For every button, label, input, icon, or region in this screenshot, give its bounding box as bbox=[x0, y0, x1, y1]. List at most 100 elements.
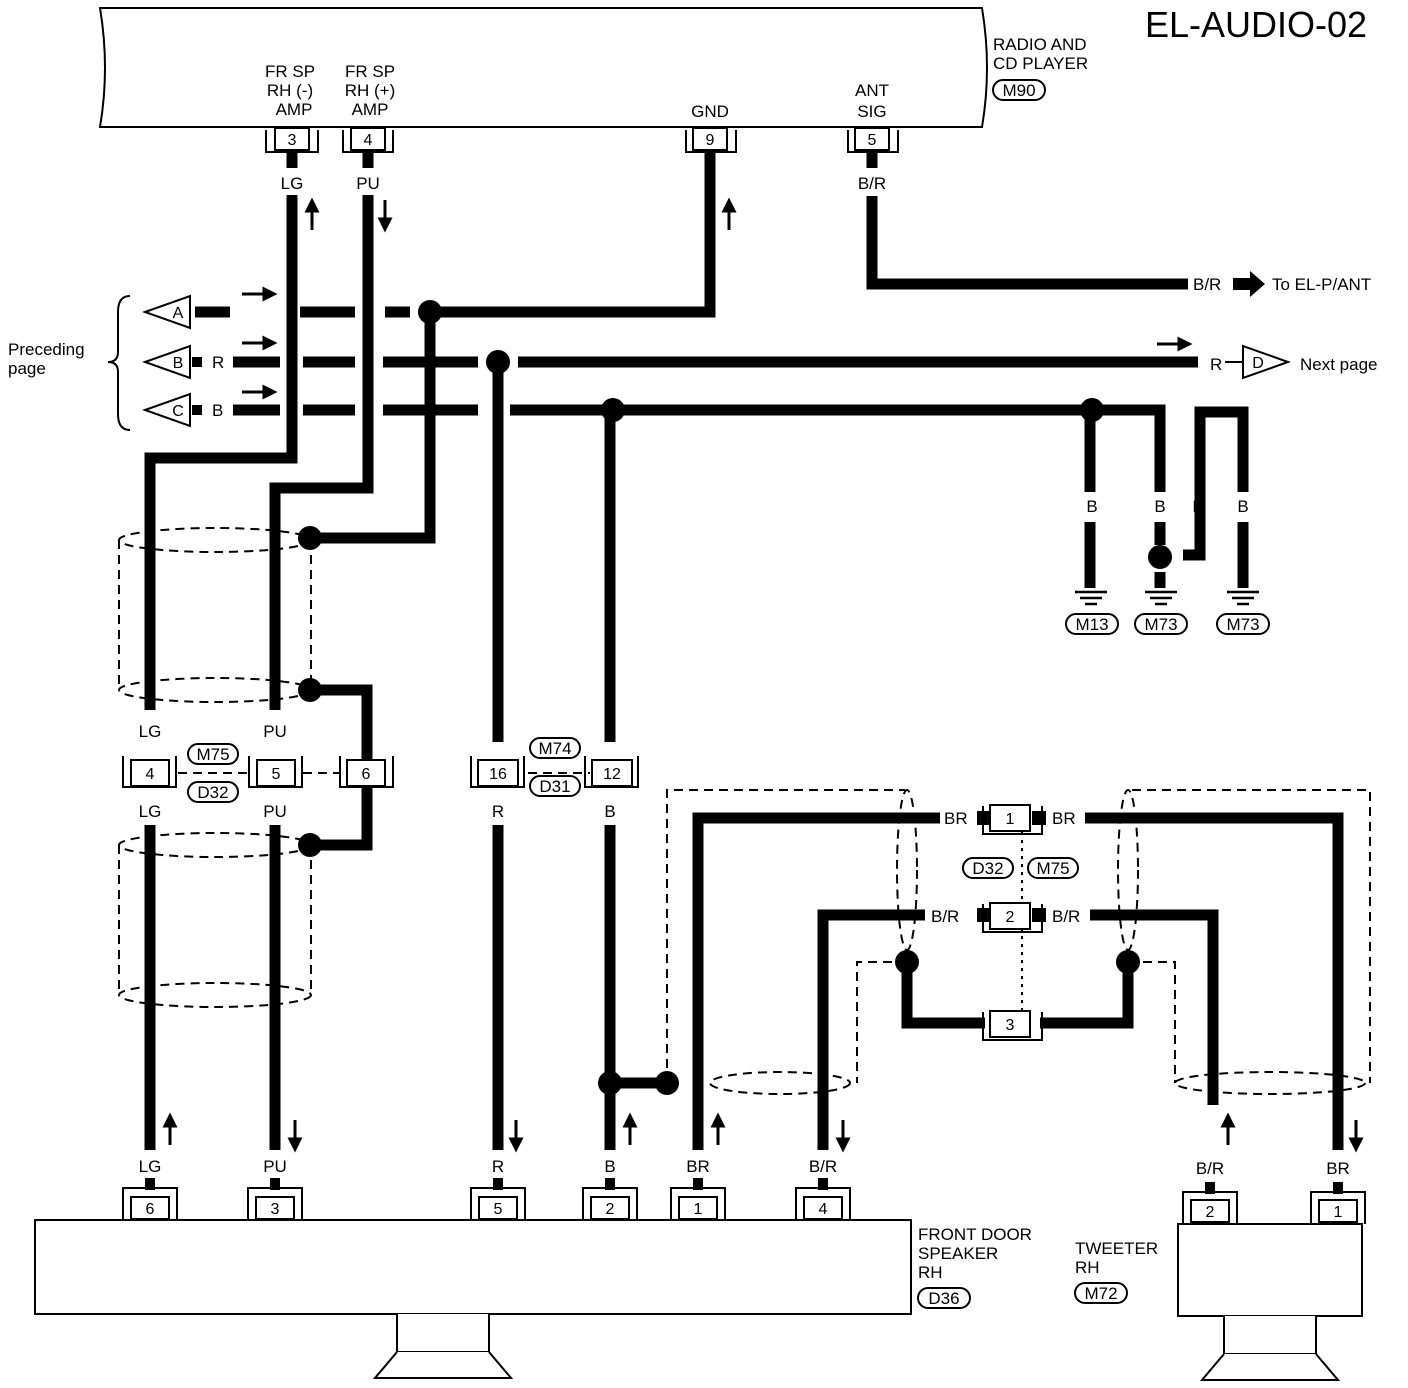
jm-conn-top: M74 bbox=[538, 739, 571, 758]
jm-pin-16: 16 bbox=[489, 766, 507, 783]
ant-ref-text: To EL-P/ANT bbox=[1272, 275, 1371, 294]
splice-m73 bbox=[1148, 545, 1172, 569]
tweeter-connector-label: M72 bbox=[1084, 1284, 1117, 1303]
shields bbox=[118, 527, 1371, 1095]
wire-label-pu-top: PU bbox=[356, 174, 380, 193]
radio-pin-5: 5 bbox=[868, 132, 877, 149]
radio-unit: RADIO AND CD PLAYER M90 FR SP RH (-) AMP… bbox=[98, 7, 1088, 128]
marker-d-icon[interactable] bbox=[1242, 344, 1291, 380]
tweeter-connector-badge bbox=[1074, 1282, 1128, 1304]
ground-branch-3 bbox=[1183, 406, 1249, 561]
pin5-func-line2: SIG bbox=[857, 102, 886, 121]
spk-wire-b: B bbox=[604, 1157, 615, 1176]
wire-bsr-speaker bbox=[817, 909, 925, 1150]
marker-c-icon[interactable] bbox=[142, 392, 191, 428]
marker-b-icon[interactable] bbox=[142, 344, 191, 380]
ground-m73a-label: M73 bbox=[1144, 615, 1177, 634]
splice-c bbox=[601, 398, 625, 422]
marker-c-letter: C bbox=[172, 403, 184, 420]
radio-pin-9-box bbox=[692, 127, 728, 151]
marker-b-wire: R bbox=[212, 353, 224, 372]
ground-drops bbox=[1084, 522, 1249, 588]
jm-wire-r-bottom: R bbox=[492, 802, 504, 821]
radio-name-line1: RADIO AND bbox=[993, 35, 1087, 54]
ground-m73a-badge bbox=[1134, 613, 1188, 635]
wire-br-speaker bbox=[692, 812, 940, 1150]
pin4-func-line2: RH (+) bbox=[345, 81, 396, 100]
splice-ground bbox=[1080, 398, 1104, 422]
tw-pin-1: 1 bbox=[1334, 1204, 1343, 1221]
jr-pin-2: 2 bbox=[1006, 909, 1015, 926]
wire-gnd bbox=[430, 152, 716, 318]
jm-wire-r-top: R bbox=[492, 722, 504, 741]
spk-pin-5: 5 bbox=[494, 1201, 503, 1218]
next-page-wire: R bbox=[1210, 355, 1222, 374]
jl-wire-lg-top: LG bbox=[139, 722, 162, 741]
wire-a-shield bbox=[312, 312, 436, 544]
wire-shield-pin3 bbox=[901, 962, 1134, 1029]
radio-pin-4: 4 bbox=[364, 132, 373, 149]
marker-d-letter: D bbox=[1252, 355, 1264, 372]
radio-pin-5-box bbox=[854, 127, 890, 151]
radio-pins bbox=[265, 127, 899, 153]
ground-wire-3: B bbox=[1192, 497, 1203, 516]
pin3-func-line2: RH (-) bbox=[267, 81, 313, 100]
jl-pin-6: 6 bbox=[362, 766, 371, 783]
speaker-name-line2: SPEAKER bbox=[918, 1244, 998, 1263]
pin3-func-line1: FR SP bbox=[265, 62, 315, 81]
ground-wire-2: B bbox=[1154, 497, 1165, 516]
preceding-page-group: Preceding page A B R C B bbox=[8, 294, 224, 431]
grounds: B B B B M13 M73 M73 bbox=[1065, 497, 1270, 635]
jm-wire-b-bottom: B bbox=[604, 802, 615, 821]
next-page-group: R D Next page bbox=[1210, 344, 1378, 380]
spk-pin-6: 6 bbox=[146, 1201, 155, 1218]
jr-wire-br-left: BR bbox=[944, 809, 968, 828]
jm-wire-b-top: B bbox=[604, 722, 615, 741]
pin4-func-line3: AMP bbox=[352, 100, 389, 119]
jr-wire-bsr-left: B/R bbox=[931, 907, 959, 926]
jl-wire-pu-top: PU bbox=[263, 722, 287, 741]
ground-m13-badge bbox=[1065, 613, 1119, 635]
pin3-func-line3: AMP bbox=[276, 100, 313, 119]
spk-wire-r: R bbox=[492, 1157, 504, 1176]
ground-m73b-label: M73 bbox=[1226, 615, 1259, 634]
joint-right: BR BR B/R B/R 1 2 3 D32 M75 bbox=[931, 804, 1080, 1041]
ground-branch-2 bbox=[1100, 404, 1166, 492]
ground-m13-label: M13 bbox=[1075, 615, 1108, 634]
wire-label-lg-top: LG bbox=[281, 174, 304, 193]
speaker-name-line1: FRONT DOOR bbox=[918, 1225, 1032, 1244]
ground-wire-4: B bbox=[1237, 497, 1248, 516]
radio-name-line2: CD PLAYER bbox=[993, 54, 1088, 73]
jl-wire-lg-bottom: LG bbox=[139, 802, 162, 821]
tw-wire-br: BR bbox=[1326, 1159, 1350, 1178]
radio-pin-3: 3 bbox=[288, 132, 297, 149]
spk-wire-pu: PU bbox=[263, 1157, 287, 1176]
spk-pin-1: 1 bbox=[694, 1201, 703, 1218]
front-door-speaker: FRONT DOOR SPEAKER RH D36 LG PU R B BR B… bbox=[34, 1157, 1032, 1379]
tw-pin-2: 2 bbox=[1206, 1204, 1215, 1221]
splice-b bbox=[486, 350, 510, 374]
wire-label-ant-out: B/R bbox=[1193, 275, 1221, 294]
marker-a-letter: A bbox=[173, 305, 184, 322]
jr-wire-br-right: BR bbox=[1052, 809, 1076, 828]
preceding-label-line1: Preceding bbox=[8, 340, 85, 359]
joint-left: LG PU LG PU 4 5 6 M75 D32 bbox=[122, 722, 394, 821]
wire-lg-top bbox=[144, 195, 298, 710]
wire-ant bbox=[866, 196, 1188, 290]
jl-pin-5: 5 bbox=[272, 766, 281, 783]
jr-conn-b: M75 bbox=[1036, 859, 1069, 878]
wire-bsr-tweeter bbox=[1090, 909, 1219, 1105]
next-page-text: Next page bbox=[1300, 355, 1378, 374]
jm-pin-12: 12 bbox=[603, 766, 621, 783]
speaker-connector-badge bbox=[917, 1287, 971, 1309]
joint-mid: R B R B 16 12 M74 D31 bbox=[470, 722, 639, 821]
tweeter-name-line2: RH bbox=[1075, 1258, 1100, 1277]
wire-pu-top bbox=[269, 195, 374, 710]
spk-wire-br: BR bbox=[686, 1157, 710, 1176]
wire-br-tweeter bbox=[1085, 812, 1344, 1150]
marker-a-icon[interactable] bbox=[142, 294, 191, 330]
speaker-cone-icon bbox=[372, 1351, 514, 1379]
jr-wire-bsr-right: B/R bbox=[1052, 907, 1080, 926]
wires bbox=[144, 152, 1344, 1150]
